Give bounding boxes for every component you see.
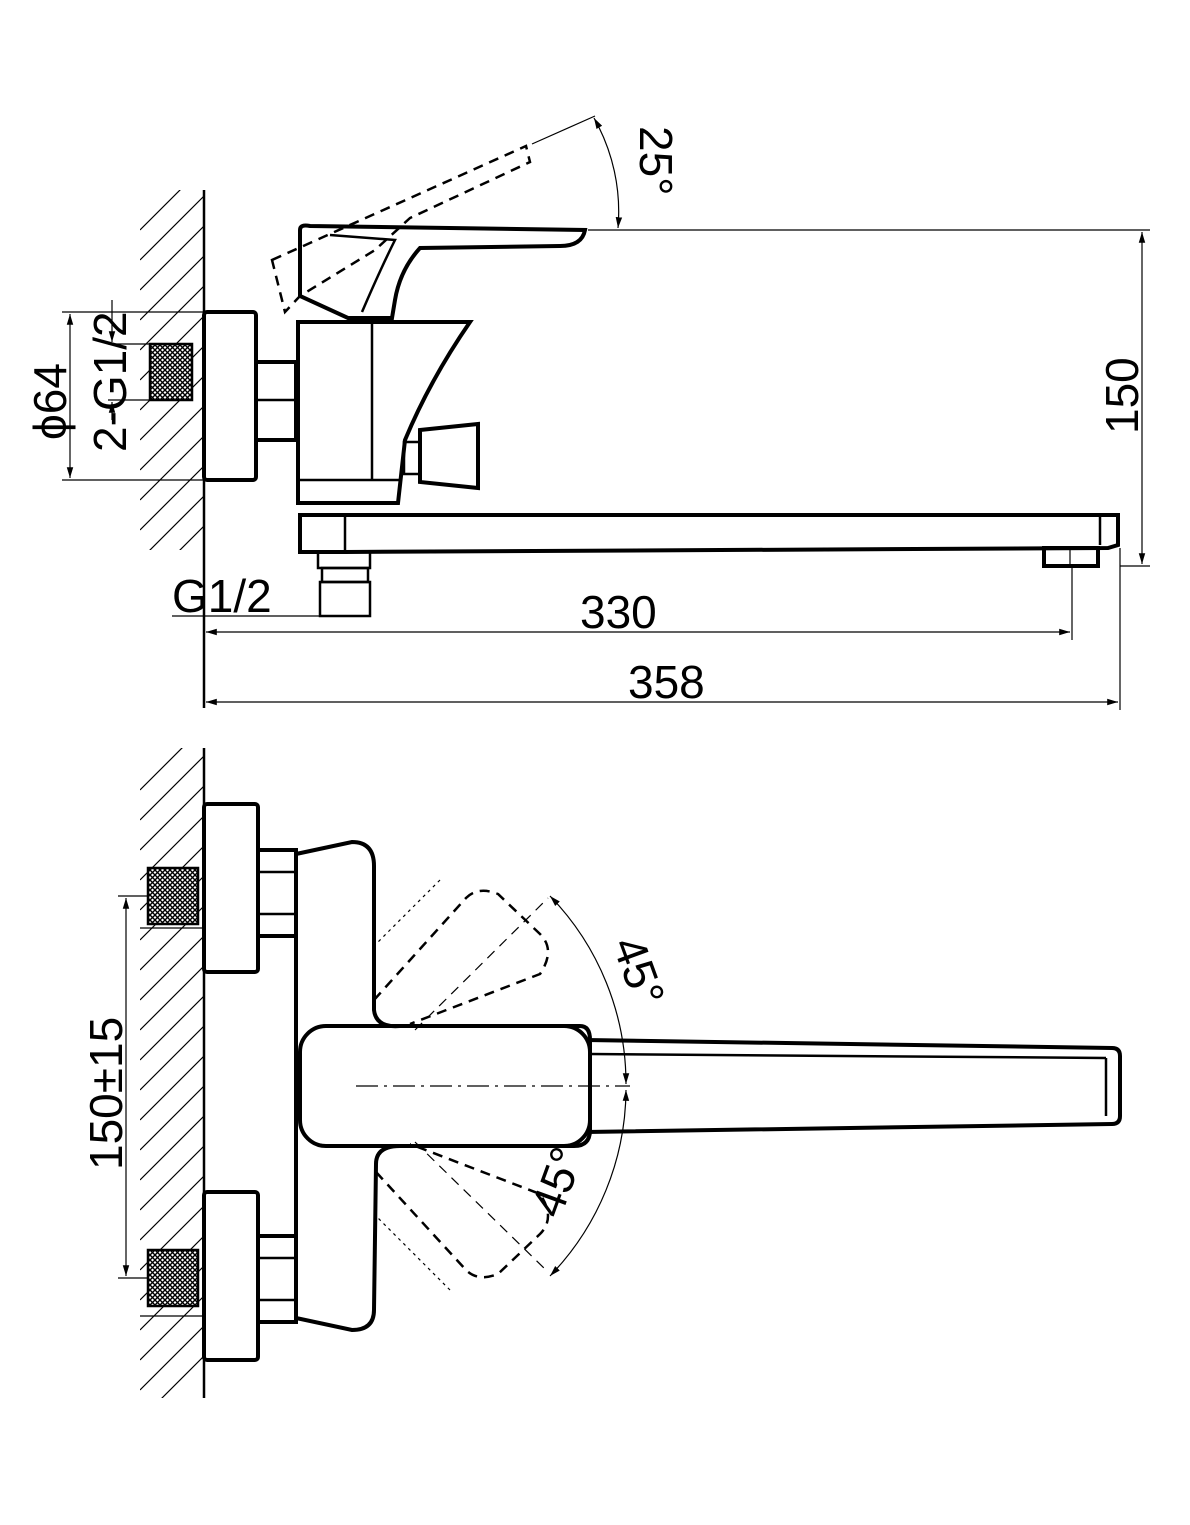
eccentric-connector-lower bbox=[146, 1248, 200, 1308]
flange-upper bbox=[202, 802, 260, 974]
label-angle-45-upper: 45° bbox=[603, 930, 676, 1013]
angle-arc-lower bbox=[549, 1089, 630, 1277]
outlet-fitting bbox=[316, 550, 372, 570]
nut-upper bbox=[256, 848, 298, 938]
label-diameter-64: ϕ64 bbox=[24, 363, 76, 440]
top-view: 45° 45° 150±15 bbox=[80, 748, 1122, 1398]
angle-arc-upper bbox=[549, 895, 630, 1085]
handle-rotated-upper bbox=[373, 889, 550, 1026]
handle-rotated-lower bbox=[375, 1142, 550, 1279]
angle-dimension-25 bbox=[593, 117, 623, 229]
spout-top bbox=[585, 1038, 1122, 1134]
label-outlet-thread: G1/2 bbox=[172, 570, 272, 622]
aerator bbox=[1042, 546, 1100, 568]
label-reach-330: 330 bbox=[580, 586, 657, 638]
label-angle-45-lower: 45° bbox=[521, 1140, 594, 1223]
label-angle-25: 25° bbox=[630, 126, 682, 196]
wall-flange bbox=[202, 310, 258, 482]
label-centre-distance: 150±15 bbox=[80, 1017, 132, 1170]
diverter-knob[interactable] bbox=[418, 421, 480, 491]
eccentric-connector-upper bbox=[146, 866, 200, 926]
flange-lower bbox=[202, 1190, 260, 1362]
nut-lower bbox=[256, 1234, 298, 1324]
side-view: 25° 150 ϕ64 2-G1/2 G1/2 330 358 bbox=[24, 115, 1150, 710]
spout bbox=[298, 513, 1120, 554]
eccentric-connector-top bbox=[148, 342, 194, 402]
label-thread-inlet: 2-G1/2 bbox=[84, 311, 136, 452]
label-height-150: 150 bbox=[1096, 357, 1148, 434]
lever-raised-outline bbox=[270, 144, 532, 315]
lever-handle[interactable] bbox=[298, 223, 588, 320]
label-overall-358: 358 bbox=[628, 656, 705, 708]
mixer-body bbox=[296, 320, 474, 505]
